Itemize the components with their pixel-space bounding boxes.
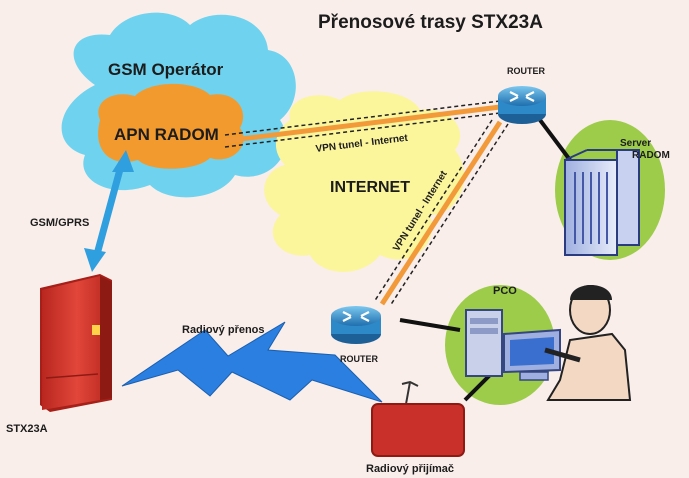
link-router-server xyxy=(538,118,572,162)
server-icon xyxy=(564,149,640,256)
link-router-pco xyxy=(399,318,461,332)
radio-transfer-label: Radiový přenos xyxy=(182,324,265,336)
server-label-line2: RADOM xyxy=(632,150,670,161)
radio-lightning-icon xyxy=(121,321,383,403)
gsm-gprs-label: GSM/GPRS xyxy=(30,217,89,229)
radio-receiver-icon xyxy=(371,380,465,457)
apn-cloud-shape xyxy=(98,83,244,169)
apn-radom-cloud xyxy=(98,83,244,169)
router-top-icon xyxy=(498,86,546,124)
gsm-operator-label: GSM Operátor xyxy=(108,60,224,79)
stx23a-panel-icon xyxy=(40,274,112,412)
pco-computer-icon xyxy=(465,309,561,381)
radio-receiver-label: Radiový přijímač xyxy=(366,463,454,475)
internet-cloud-shape xyxy=(264,91,465,272)
vpn-tunnel-top xyxy=(224,99,509,148)
internet-label: INTERNET xyxy=(330,179,410,196)
stx23a-label: STX23A xyxy=(6,423,48,435)
operator-person-icon xyxy=(544,285,632,401)
apn-radom-label: APN RADOM xyxy=(114,125,219,144)
link-receiver-pco xyxy=(463,373,492,402)
pco-label: PCO xyxy=(493,285,517,297)
vpn-tunnel-diagonal xyxy=(373,119,509,307)
internet-cloud xyxy=(264,91,465,272)
diagram-title: Přenosové trasy STX23A xyxy=(318,12,543,33)
server-label-line1: Server xyxy=(620,138,651,149)
router-bottom-label: ROUTER xyxy=(340,354,379,364)
router-top-label: ROUTER xyxy=(507,66,546,76)
gsm-gprs-arrow xyxy=(84,150,134,272)
router-bottom-icon xyxy=(331,306,381,344)
